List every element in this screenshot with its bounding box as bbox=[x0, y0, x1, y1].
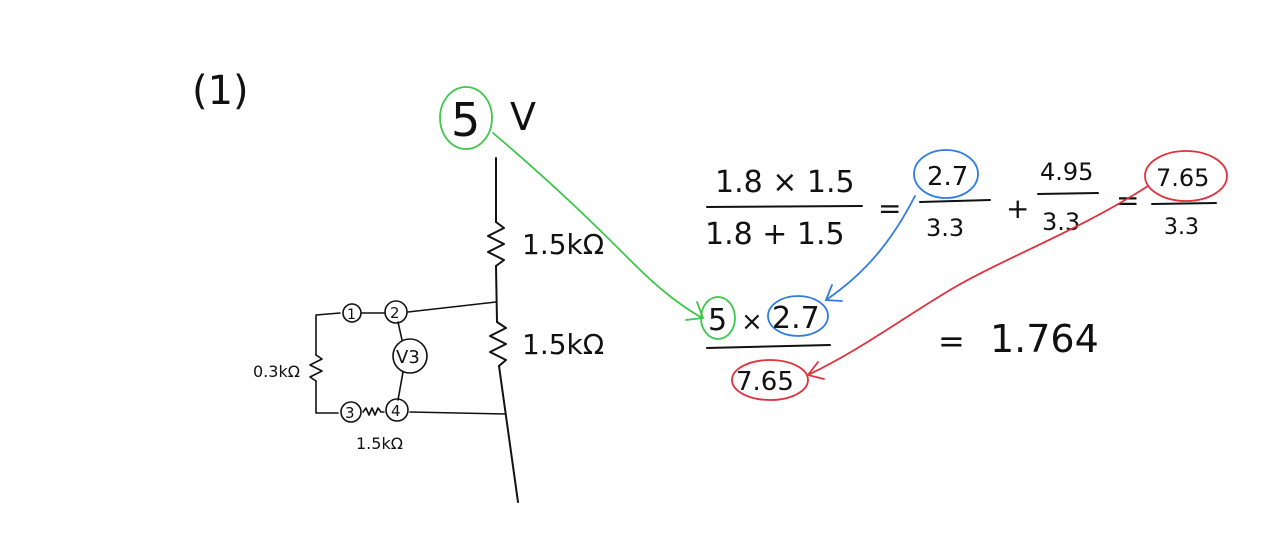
equation-1: 1.8 × 1.5 1.8 + 1.5 = 2.7 3.3 + 4.95 3.3… bbox=[705, 149, 1228, 252]
eq1-plus: + bbox=[1006, 192, 1029, 225]
node-2-label: 2 bbox=[390, 304, 400, 322]
main-wire-mid bbox=[495, 265, 498, 323]
voltage-unit: V bbox=[510, 95, 536, 139]
frac-a-denominator: 3.3 bbox=[926, 214, 964, 242]
eq2-denominator: 7.65 bbox=[736, 367, 794, 397]
node-4-label: 4 bbox=[391, 402, 401, 420]
side-network: 1 2 3 4 V3 0.3kΩ 1.5kΩ bbox=[253, 300, 506, 453]
wire-left-top bbox=[315, 312, 341, 356]
eq2-num-b: 2.7 bbox=[772, 301, 820, 336]
bottom-resistor-label: 1.5kΩ bbox=[356, 434, 403, 453]
arrows bbox=[492, 132, 1149, 380]
frac-a-numerator: 2.7 bbox=[927, 162, 968, 192]
eq2-num-a: 5 bbox=[708, 303, 727, 338]
red-arrow-line bbox=[807, 185, 1149, 376]
wire-node2-voltmeter bbox=[397, 321, 403, 341]
frac-c-bar bbox=[1151, 202, 1217, 205]
eq1-numerator: 1.8 × 1.5 bbox=[715, 165, 855, 200]
node-1-label: 1 bbox=[347, 307, 356, 323]
frac-a-blue-circle bbox=[913, 149, 979, 199]
wire-node4-to-main bbox=[409, 411, 506, 415]
problem-number: (1) bbox=[192, 68, 249, 114]
eq2-equals: = bbox=[938, 322, 965, 360]
eq2-times: × bbox=[741, 307, 763, 337]
green-arrow-line bbox=[492, 132, 703, 319]
frac-c-denominator: 3.3 bbox=[1164, 215, 1199, 240]
main-branch: 1.5kΩ 1.5kΩ bbox=[487, 157, 604, 503]
voltmeter-symbol bbox=[392, 338, 428, 374]
blue-arrow-line bbox=[825, 195, 916, 301]
source-voltage: 5 V bbox=[439, 86, 536, 150]
num-b-blue-circle bbox=[767, 295, 829, 337]
frac-a-bar bbox=[919, 199, 991, 203]
left-resistor-zigzag bbox=[309, 354, 323, 382]
blue-arrow-head bbox=[824, 284, 843, 302]
upper-resistor-zigzag bbox=[487, 221, 505, 267]
upper-resistor-label: 1.5kΩ bbox=[522, 228, 604, 261]
lower-resistor-zigzag bbox=[489, 321, 507, 367]
equation-2: 5 × 2.7 7.65 = 1.764 bbox=[700, 295, 1099, 401]
node-4 bbox=[385, 398, 409, 422]
wire-left-bottom bbox=[315, 380, 339, 414]
left-resistor-label: 0.3kΩ bbox=[253, 362, 300, 381]
frac-b-bar bbox=[1037, 192, 1099, 195]
lower-resistor-label: 1.5kΩ bbox=[522, 328, 604, 361]
eq2-fraction-bar bbox=[706, 344, 831, 349]
voltage-value: 5 bbox=[451, 93, 480, 147]
node-2 bbox=[384, 300, 408, 324]
green-arrow-head bbox=[685, 301, 705, 321]
main-wire-bottom bbox=[498, 365, 519, 503]
voltage-green-circle bbox=[439, 86, 493, 150]
frac-c-numerator: 7.65 bbox=[1156, 164, 1209, 192]
voltmeter-label: V3 bbox=[396, 347, 420, 368]
eq1-fraction-bar bbox=[706, 205, 863, 208]
node-3 bbox=[340, 401, 362, 423]
node-1 bbox=[342, 303, 362, 323]
eq1-equals-1: = bbox=[878, 192, 901, 225]
frac-b-denominator: 3.3 bbox=[1042, 208, 1080, 236]
wire-voltmeter-node4 bbox=[397, 371, 404, 401]
eq1-equals-2: = bbox=[1116, 184, 1139, 217]
denominator-red-circle bbox=[731, 359, 809, 401]
node-3-label: 3 bbox=[345, 404, 355, 422]
eq1-denominator: 1.8 + 1.5 bbox=[705, 217, 845, 252]
bottom-resistor-zigzag bbox=[362, 407, 385, 416]
red-arrow-head bbox=[806, 361, 825, 380]
wire-node2-to-main bbox=[407, 301, 497, 313]
frac-b-numerator: 4.95 bbox=[1040, 158, 1093, 186]
eq2-result: 1.764 bbox=[990, 317, 1099, 361]
frac-c-red-circle bbox=[1144, 150, 1228, 202]
